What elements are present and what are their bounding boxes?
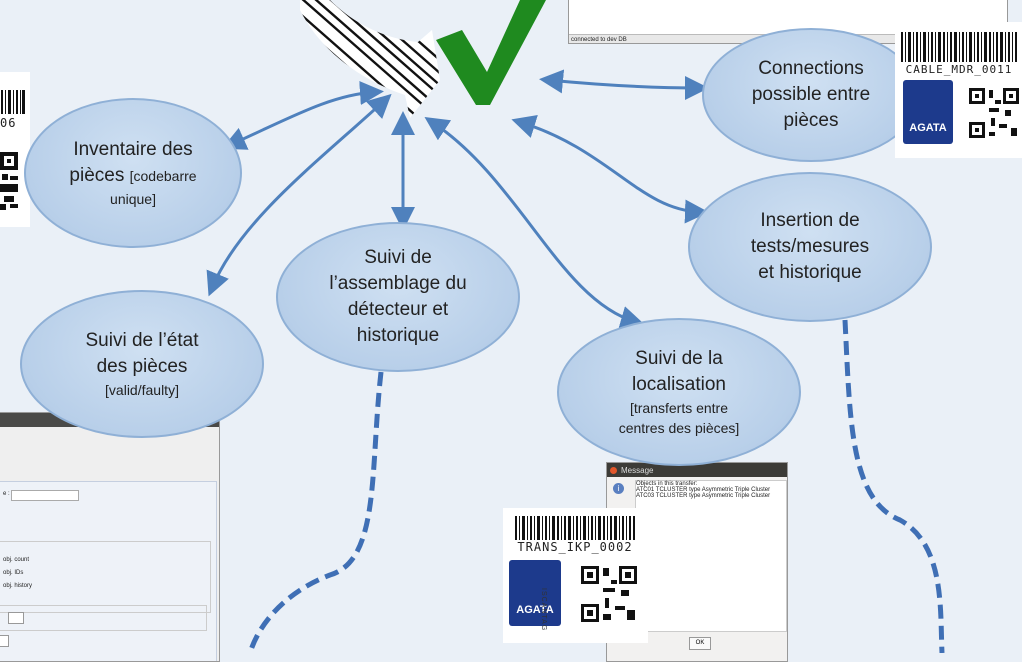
bubble-localisation-note1: [transferts entre <box>629 400 729 416</box>
close-icon[interactable] <box>610 466 617 474</box>
dashed-arrow-insertion <box>842 319 945 653</box>
bubble-connections-line2: possible entre <box>751 84 871 105</box>
bubble-connections-line3: pièces <box>783 110 839 131</box>
left-app-window: e : obj. count obj. IDs obj. history <box>0 412 220 662</box>
arrow-inventaire <box>221 81 384 150</box>
message-line: ATC01 TCLUSTER type Asymmetric Triple Cl… <box>636 487 771 493</box>
bubble-inventaire-line1: Inventaire des <box>73 139 193 160</box>
bubble-localisation: Suivi de la localisation [transferts ent… <box>557 318 801 466</box>
tag-code: CABLE_MDR_0011 <box>905 63 1013 76</box>
cable-barcode-tag: CABLE_MDR_0011 AGATA <box>895 22 1022 158</box>
arrow-insertion <box>511 115 709 224</box>
bubble-insertion-line1: Insertion de <box>760 210 860 231</box>
bubble-connections: Connections possible entre pièces <box>702 28 920 162</box>
message-line: ATC03 TCLUSTER type Asymmetric Triple Cl… <box>636 493 771 499</box>
info-icon: i <box>613 483 624 494</box>
bubble-inventaire-note2: unique] <box>110 191 156 207</box>
bubble-assemblage: Suivi de l’assemblage du détecteur et hi… <box>276 222 520 372</box>
bubble-etat: Suivi de l’état des pièces [valid/faulty… <box>20 290 264 438</box>
qr-code-icon <box>0 152 18 210</box>
tag-code: TRANS_IKP_0002 <box>517 540 633 554</box>
message-line: Objects in this transfer: <box>636 481 698 487</box>
bubble-etat-line2: des pièces <box>96 356 188 377</box>
bubble-inventaire-note1: [codebarre <box>129 168 197 184</box>
barcode-icon <box>515 516 635 540</box>
bubble-etat-line1: Suivi de l’état <box>85 330 199 351</box>
message-text-area: Objects in this transfer: ATC01 TCLUSTER… <box>635 480 787 632</box>
left-barcode-tag: 06 <box>0 72 30 227</box>
dropdown-button[interactable] <box>0 635 9 647</box>
trans-barcode-tag: TRANS_IKP_0002 AGATA ISCANTAG <box>503 508 648 643</box>
message-title: Message <box>621 465 654 475</box>
ok-button[interactable]: OK <box>689 637 711 650</box>
bubble-connections-line1: Connections <box>758 58 864 79</box>
bubble-insertion-line2: tests/mesures <box>750 236 870 257</box>
option-ids[interactable]: obj. IDs <box>3 570 24 576</box>
arrow-localisation <box>424 117 645 330</box>
barcode-icon <box>901 32 1017 62</box>
bubble-inventaire-line2: pièces <box>69 165 125 186</box>
field-label: e : <box>3 491 10 497</box>
checkmark-icon <box>436 0 546 105</box>
agata-logo: AGATA <box>509 560 561 626</box>
arrow-connections <box>539 69 709 100</box>
bubble-assemblage-line4: historique <box>356 325 440 346</box>
tag-code: 06 <box>0 116 17 130</box>
bubble-assemblage-line1: Suivi de <box>364 247 432 268</box>
barcode-icon <box>1 90 25 114</box>
agata-logo-text: AGATA <box>909 122 947 134</box>
bubble-localisation-line1: Suivi de la <box>635 348 723 369</box>
dashed-arrow-assemblage <box>247 371 384 653</box>
bubble-insertion: Insertion de tests/mesures et historique <box>688 172 932 322</box>
bubble-assemblage-line2: l’assemblage du <box>329 273 467 294</box>
bubble-inventaire: Inventaire des pièces [codebarre unique] <box>24 98 242 248</box>
vertical-tag-text: ISCANTAG <box>540 588 547 632</box>
qr-code-icon <box>969 88 1019 138</box>
agata-logo: AGATA <box>903 80 953 144</box>
option-history[interactable]: obj. history <box>3 583 33 589</box>
bubble-localisation-line2: localisation <box>632 374 726 395</box>
spin-control[interactable] <box>0 605 207 631</box>
qr-code-icon <box>581 566 637 622</box>
bubble-localisation-note2: centres des pièces] <box>618 420 740 436</box>
field-input[interactable] <box>11 490 79 501</box>
message-titlebar: Message <box>607 463 787 477</box>
bubble-etat-note: [valid/faulty] <box>105 382 179 398</box>
option-count[interactable]: obj. count <box>3 557 30 563</box>
barcode-arrow-icon <box>300 0 440 118</box>
status-bar-text: connected to dev DB <box>571 37 627 43</box>
bubble-insertion-line3: et historique <box>758 262 862 283</box>
agata-logo-text: AGATA <box>516 604 554 616</box>
bubble-assemblage-line3: détecteur et <box>347 299 449 320</box>
arrow-etat <box>206 93 392 297</box>
